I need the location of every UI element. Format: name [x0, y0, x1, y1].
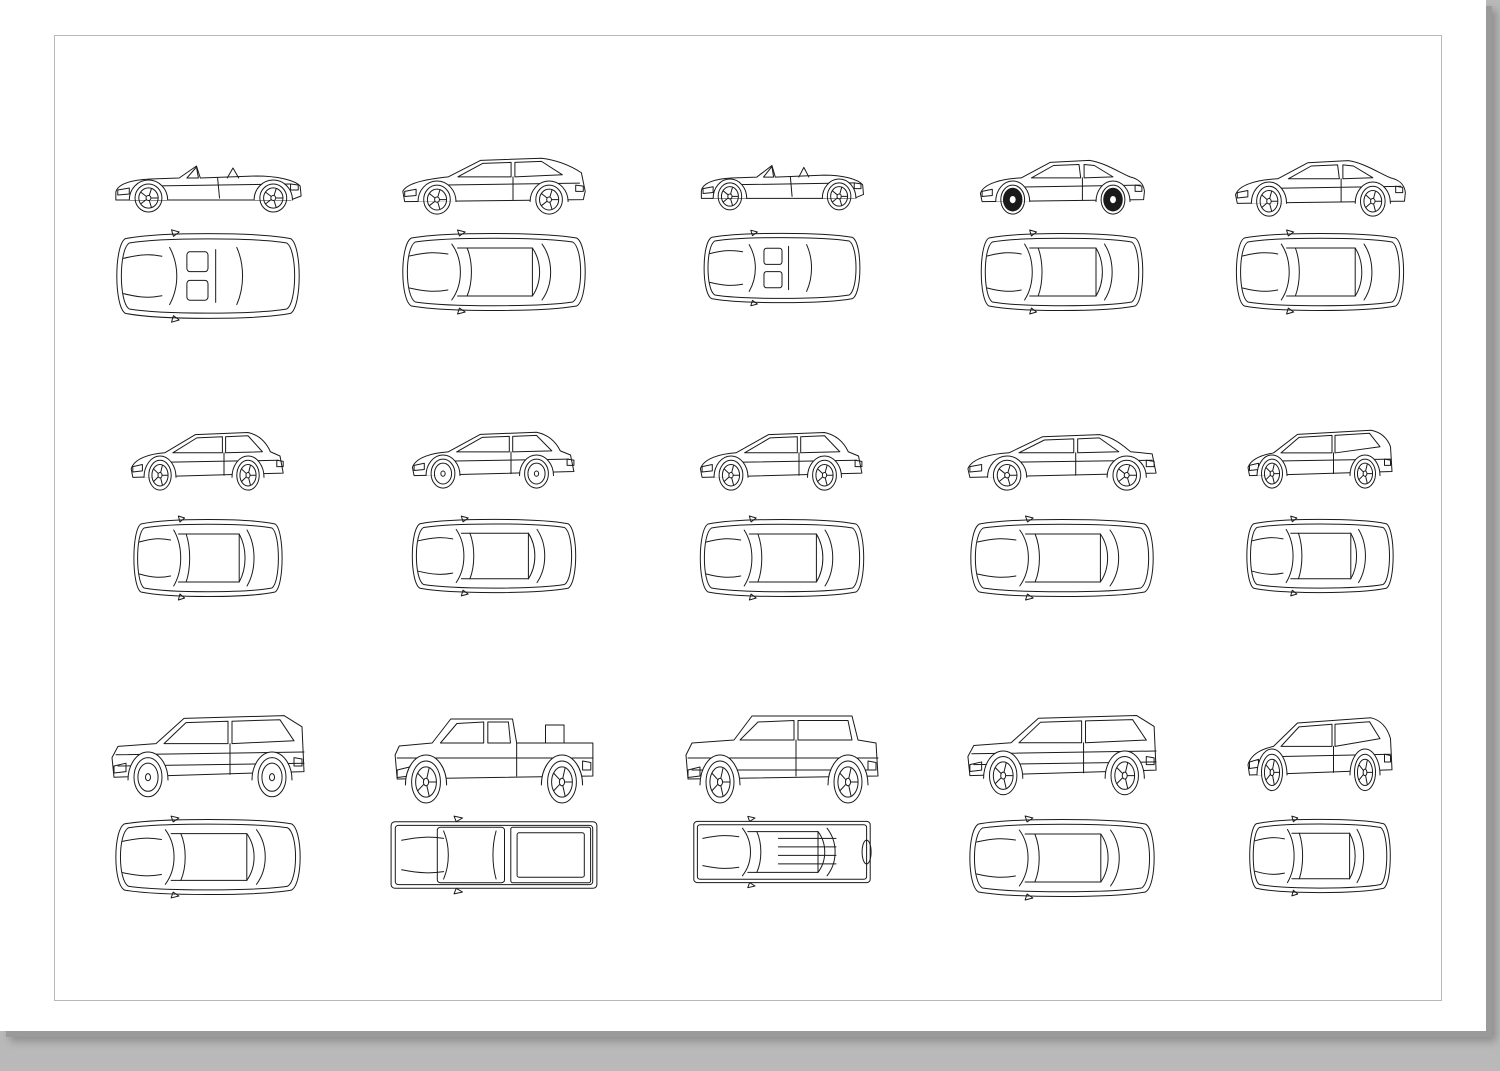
vehicle-side-view — [701, 165, 863, 209]
vehicle-top-view — [971, 516, 1153, 600]
vehicle-top-view — [116, 816, 300, 898]
vehicle-side-view — [980, 160, 1144, 214]
vehicle-side-view — [131, 433, 283, 491]
vehicle-top-view — [700, 516, 863, 600]
vehicle-side-view — [112, 716, 304, 797]
vehicle-top-view — [704, 230, 860, 306]
vehicle-side-view — [968, 715, 1156, 794]
vehicle-side-view — [968, 435, 1156, 490]
vehicle-top-view — [117, 230, 299, 322]
vehicle-side-view — [412, 432, 574, 488]
vehicle-side-view — [1236, 161, 1406, 216]
vehicle-top-view — [391, 816, 597, 894]
vehicle-top-view — [1236, 230, 1403, 314]
vehicle-side-view — [116, 166, 301, 212]
vehicle-top-view — [694, 816, 871, 887]
vehicle-side-view — [403, 158, 585, 214]
vehicle-top-view — [1250, 816, 1391, 896]
vehicle-side-view — [395, 719, 593, 803]
drawing-sheet — [0, 0, 1486, 1031]
vehicle-top-view — [403, 230, 585, 314]
vehicle-side-view — [686, 716, 878, 803]
vehicle-top-view — [1247, 516, 1393, 596]
vehicle-side-view — [1248, 718, 1392, 791]
vehicle-top-view — [981, 230, 1143, 314]
vehicle-top-view — [134, 516, 282, 600]
drawing-frame — [54, 35, 1442, 1001]
vehicle-top-view — [412, 516, 575, 596]
vehicle-top-view — [970, 816, 1154, 900]
vehicle-side-view — [700, 433, 862, 491]
vehicle-side-view — [1248, 430, 1392, 488]
